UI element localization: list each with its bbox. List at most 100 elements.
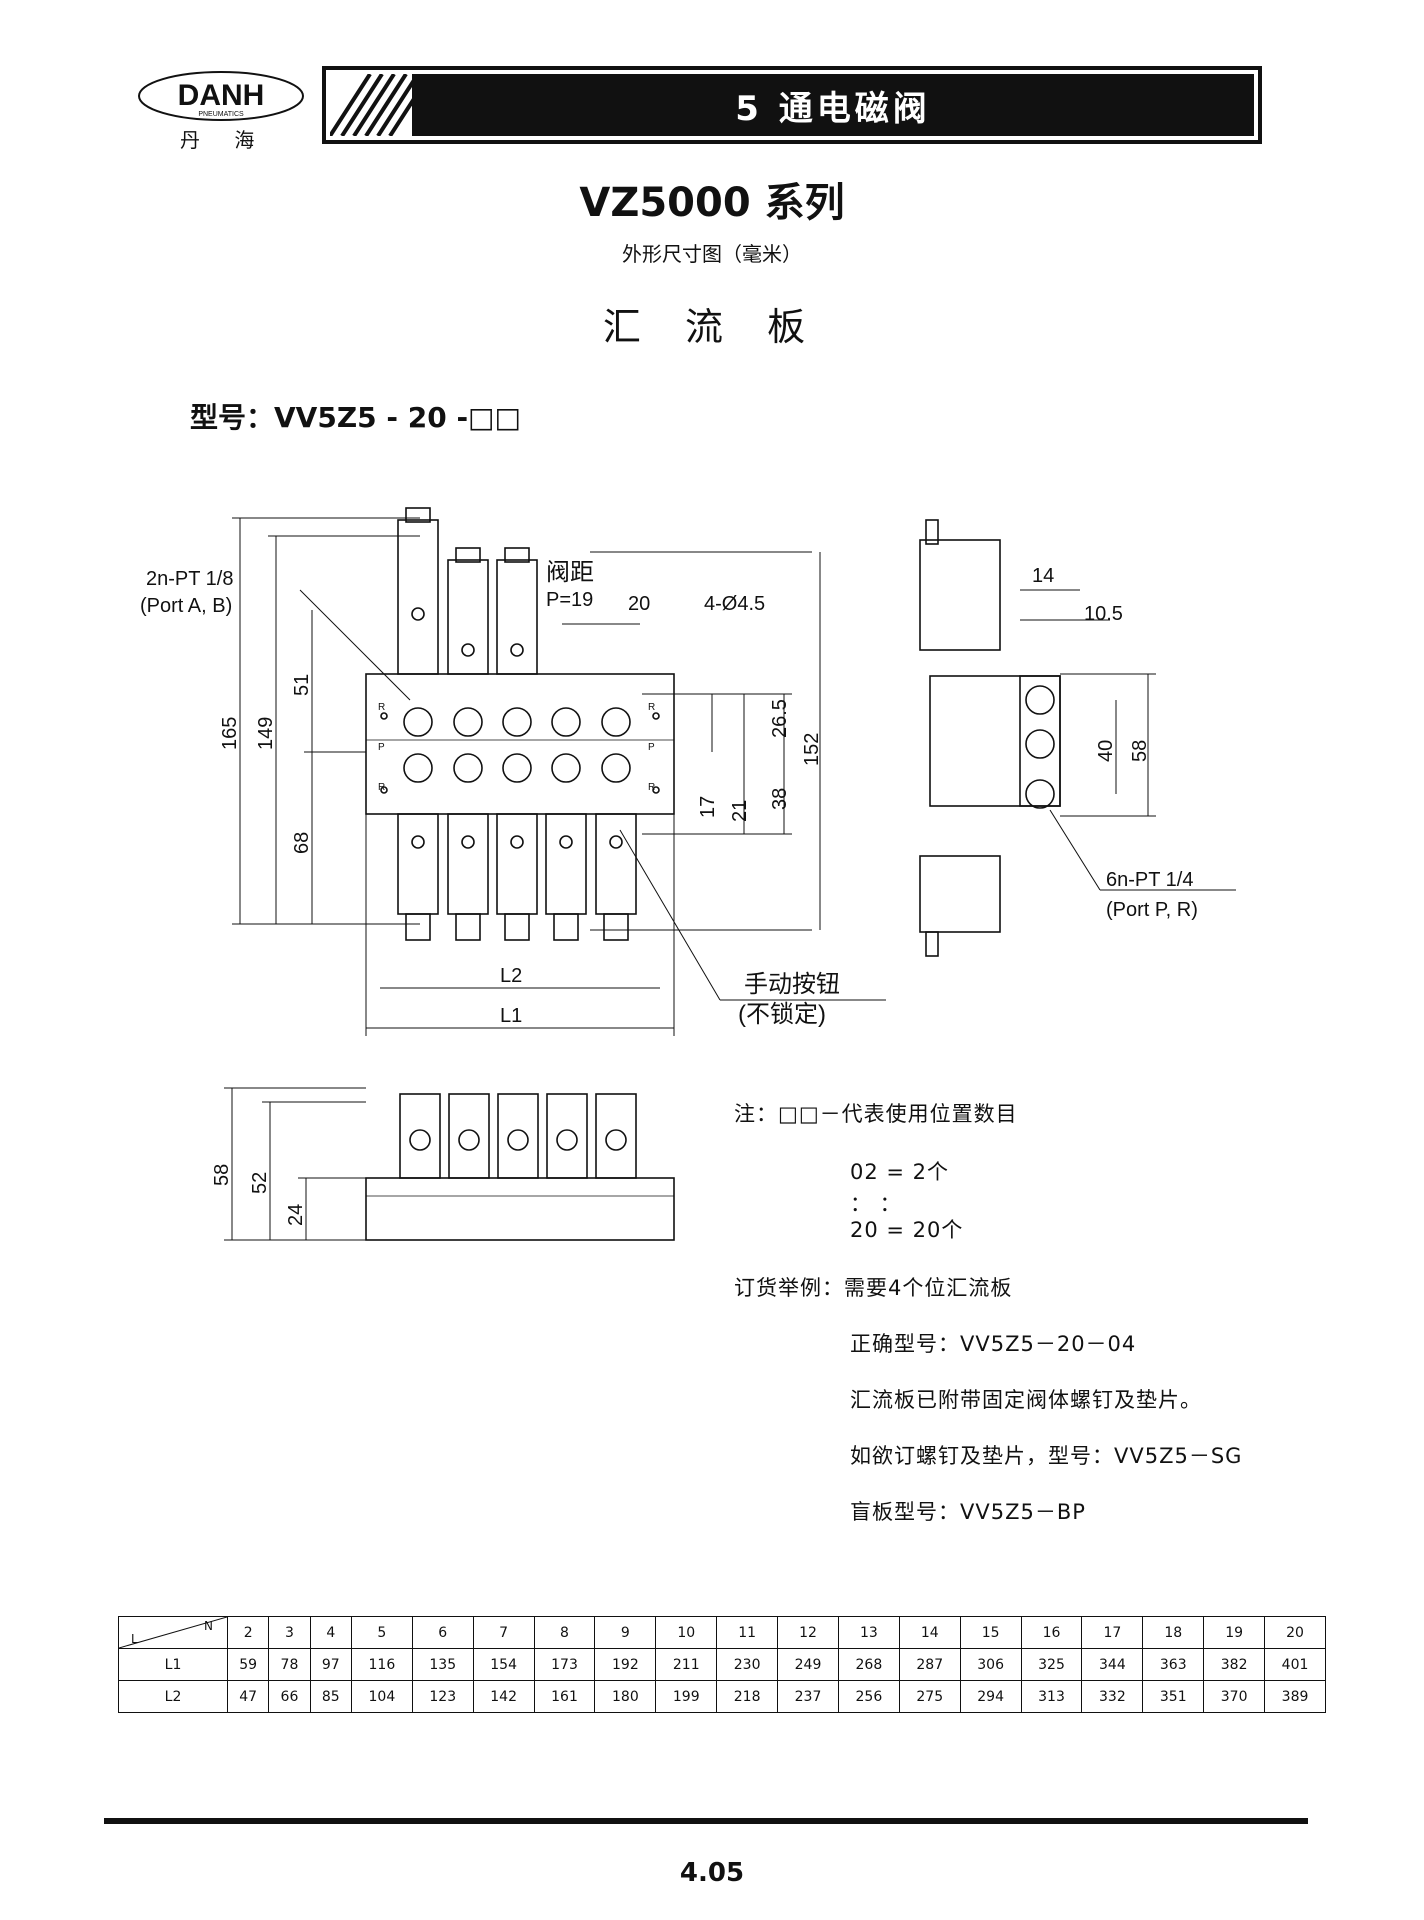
corner-label-l: L: [131, 1632, 138, 1646]
table-cell: 256: [837, 1680, 900, 1713]
logo-tagline: PNEUMATICS: [198, 111, 244, 118]
order-example: 订货举例：需要4个位汇流板: [734, 1276, 1013, 1300]
table-cell: 370: [1203, 1680, 1266, 1713]
table-cell: 401: [1264, 1648, 1326, 1681]
label-holes: 4-Ø4.5: [704, 593, 765, 615]
label-dim-21: 21: [729, 800, 751, 822]
blank-plate-model: 盲板型号：VV5Z5－BP: [850, 1500, 1086, 1524]
table-cell: 249: [777, 1648, 839, 1681]
label-port-pr-sub: (Port P, R): [1106, 899, 1198, 921]
table-cell: 97: [309, 1648, 352, 1681]
drawing-subtitle: 外形尺寸图（毫米）: [622, 242, 802, 266]
label-dim-26-5: 26.5: [769, 699, 791, 738]
port-letter-r2-left: R: [378, 782, 385, 793]
table-cell: 123: [411, 1680, 474, 1713]
series-title: VZ5000 系列: [579, 180, 845, 226]
header-title-background: [412, 74, 1254, 136]
company-logo: DANH PNEUMATICS: [136, 68, 306, 152]
table-header-cell: 6: [411, 1616, 474, 1649]
table-header-cell: 12: [777, 1616, 839, 1649]
table-header-cell: 13: [837, 1616, 900, 1649]
table-header-cell: 17: [1081, 1616, 1144, 1649]
correct-model: 正确型号：VV5Z5－20－04: [850, 1332, 1137, 1356]
label-dim-149: 149: [255, 717, 277, 750]
table-header-cell: 8: [533, 1616, 596, 1649]
table-cell: 275: [898, 1680, 961, 1713]
label-port-ab-sub: (Port A, B): [140, 595, 232, 617]
side-view-manifold: [929, 675, 1061, 807]
logo-text: DANH: [178, 79, 265, 112]
note-line-2: 02 = 2个: [850, 1160, 950, 1184]
table-corner-cell: L N: [118, 1616, 228, 1649]
label-dim-20: 20: [628, 593, 650, 615]
table-cell: 180: [594, 1680, 657, 1713]
table-cell: 363: [1142, 1648, 1205, 1681]
port-letter-p-right: P: [648, 742, 655, 753]
label-dim-40: 40: [1095, 740, 1117, 762]
model-number: 型号：VV5Z5 - 20 -□□: [190, 401, 521, 434]
manifold-body-top: [365, 673, 675, 815]
table-row-label: L1: [118, 1648, 228, 1681]
attached-note: 汇流板已附带固定阀体螺钉及垫片。: [850, 1388, 1202, 1412]
table-row-label: L2: [118, 1680, 228, 1713]
table-header-cell: 16: [1020, 1616, 1083, 1649]
table-cell: 306: [959, 1648, 1022, 1681]
label-front-58: 58: [211, 1164, 233, 1186]
table-header-cell: 2: [226, 1616, 270, 1649]
table-cell: 332: [1081, 1680, 1144, 1713]
table-header-cell: 7: [472, 1616, 535, 1649]
label-front-24: 24: [285, 1204, 307, 1226]
side-view-valve-upper: [919, 539, 1001, 651]
port-letter-r2-right: R: [648, 782, 655, 793]
note-line-20: 20 = 20个: [850, 1218, 964, 1242]
table-header-cell: 18: [1142, 1616, 1205, 1649]
table-cell: 294: [959, 1680, 1022, 1713]
header-stripes-decoration: [330, 74, 412, 136]
table-cell: 325: [1020, 1648, 1083, 1681]
table-row-l2: L2 47 66 85 104 123 142 161 180 199 218 …: [118, 1680, 1326, 1713]
table-cell: 59: [226, 1648, 270, 1681]
table-header-row: L N 2 3 4 5 6 7 8 9 10 11 12 13 14 15 16…: [118, 1616, 1326, 1649]
table-cell: 199: [655, 1680, 718, 1713]
table-cell: 192: [594, 1648, 657, 1681]
label-dim-165: 165: [219, 717, 241, 750]
label-manual-button: 手动按钮: [744, 971, 840, 998]
table-cell: 287: [898, 1648, 961, 1681]
table-header-cell: 19: [1203, 1616, 1266, 1649]
label-front-52: 52: [249, 1172, 271, 1194]
table-header-cell: 5: [350, 1616, 413, 1649]
table-cell: 268: [837, 1648, 900, 1681]
table-cell: 237: [777, 1680, 839, 1713]
table-header-cell: 15: [959, 1616, 1022, 1649]
label-dim-51: 51: [291, 674, 313, 696]
table-cell: 230: [716, 1648, 779, 1681]
label-pitch-value: P=19: [546, 589, 593, 611]
table-cell: 47: [226, 1680, 270, 1713]
dimension-table: L N 2 3 4 5 6 7 8 9 10 11 12 13 14 15 16…: [118, 1616, 1326, 1713]
table-cell: 313: [1020, 1680, 1083, 1713]
table-header-cell: 11: [716, 1616, 779, 1649]
label-valve-pitch: 阀距: [546, 559, 594, 586]
logo-chinese-name: 丹 海: [180, 128, 269, 152]
label-dim-17: 17: [697, 796, 719, 818]
table-cell: 116: [350, 1648, 413, 1681]
manifold-body-front: [365, 1177, 675, 1241]
table-cell: 104: [350, 1680, 413, 1713]
page-number: 4.05: [679, 1858, 745, 1888]
table-cell: 135: [411, 1648, 474, 1681]
table-header-cell: 4: [309, 1616, 352, 1649]
port-letter-r-left: R: [378, 702, 385, 713]
label-dim-58: 58: [1129, 740, 1151, 762]
table-cell: 142: [472, 1680, 535, 1713]
table-header-cell: 14: [898, 1616, 961, 1649]
label-l2: L2: [500, 965, 522, 987]
label-dim-10-5: 10.5: [1084, 603, 1123, 625]
dimension-drawing: R P R R P R 2n-PT 1/8 (Port A, B) 阀距 P=1…: [140, 507, 1236, 1241]
side-view-valve-lower: [919, 855, 1001, 933]
label-dim-68: 68: [291, 832, 313, 854]
table-row-l1: L1 59 78 97 116 135 154 173 192 211 230 …: [118, 1648, 1326, 1681]
table-header-cell: 3: [268, 1616, 311, 1649]
table-cell: 382: [1203, 1648, 1266, 1681]
table-cell: 351: [1142, 1680, 1205, 1713]
table-cell: 85: [309, 1680, 352, 1713]
